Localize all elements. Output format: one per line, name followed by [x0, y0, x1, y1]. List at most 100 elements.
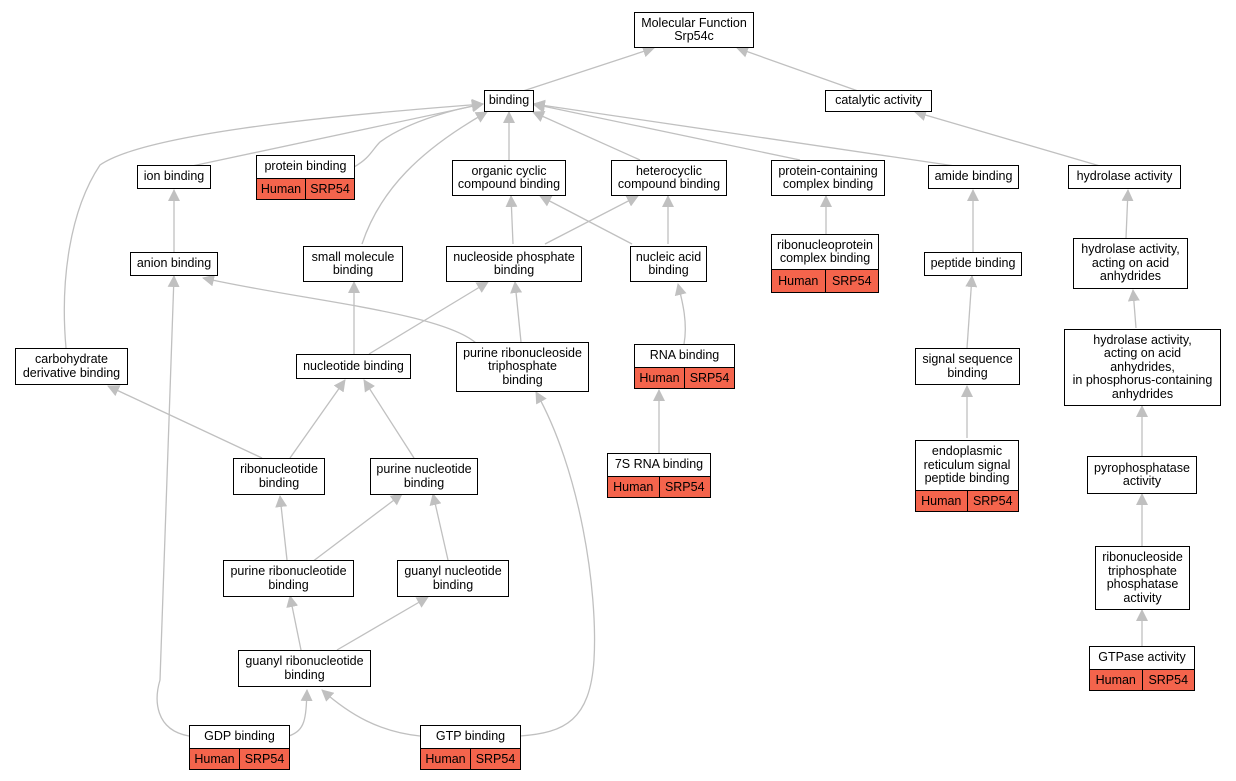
node-catalytic-activity[interactable]: catalytic activity — [825, 90, 932, 112]
node-hydrolase-phosphorus-anhydrides-label: hydrolase activity, acting on acid anhyd… — [1072, 332, 1213, 401]
edge-hydrolase-catalytic — [914, 109, 1101, 167]
node-carbohydrate-derivative-binding[interactable]: carbohydrate derivative binding — [15, 348, 128, 385]
species-cell: Human — [639, 371, 680, 385]
edge-guanylribo-purribo — [286, 595, 302, 651]
node-ribonucleotide-binding[interactable]: ribonucleotide binding — [233, 458, 325, 495]
node-ion-binding[interactable]: ion binding — [137, 165, 211, 189]
node-nucleoside-phosphate-binding[interactable]: nucleoside phosphate binding — [446, 246, 582, 282]
species-cell: Human — [778, 274, 819, 288]
edge-carb-binding — [63, 98, 484, 349]
node-organic-cyclic-compound-binding-label: organic cyclic compound binding — [457, 163, 561, 191]
edge-binding-mf — [519, 45, 655, 93]
node-ribonucleotide-binding-label: ribonucleotide binding — [240, 462, 318, 490]
node-gtp-binding[interactable]: GTP binding — [420, 725, 521, 749]
node-heterocyclic-compound-binding-label: heterocyclic compound binding — [617, 163, 721, 191]
species-cell: Human — [260, 182, 302, 196]
node-rna-binding[interactable]: RNA binding — [634, 344, 735, 368]
edge-hetero-binding — [532, 111, 641, 161]
node-guanyl-ribonucleotide-binding-label: guanyl ribonucleotide binding — [245, 654, 364, 682]
node-purine-nucleotide-binding-label: purine nucleotide binding — [376, 462, 472, 490]
node-amide-binding-label: amide binding — [934, 169, 1013, 184]
gene-cell: SRP54 — [1141, 670, 1195, 690]
node-protein-containing-complex-binding-label: protein-containing complex binding — [778, 163, 878, 191]
node-hydrolase-acid-anhydrides-label: hydrolase activity, acting on acid anhyd… — [1081, 242, 1180, 284]
node-gtpase-activity[interactable]: GTPase activity — [1089, 646, 1195, 670]
node-er-signal-peptide-binding[interactable]: endoplasmic reticulum signal peptide bin… — [915, 440, 1019, 491]
node-binding[interactable]: binding — [484, 90, 534, 112]
node-molecular-function[interactable]: Molecular Function Srp54c — [634, 12, 754, 48]
gene-cell: SRP54 — [966, 491, 1019, 511]
species-cell: Human — [194, 752, 235, 766]
node-gdp-binding[interactable]: GDP binding — [189, 725, 290, 749]
node-organic-cyclic-compound-binding[interactable]: organic cyclic compound binding — [452, 160, 566, 196]
edge-prntp-nucphos — [510, 281, 523, 343]
edge-hydanh-hydrolase — [1121, 189, 1134, 239]
edge-sigseq-peptide — [965, 275, 978, 349]
node-nucleic-acid-binding[interactable]: nucleic acid binding — [630, 246, 707, 282]
node-guanyl-nucleotide-binding[interactable]: guanyl nucleotide binding — [397, 560, 509, 597]
edge-nucleotide-nucphos — [368, 281, 489, 355]
node-guanyl-ribonucleotide-binding[interactable]: guanyl ribonucleotide binding — [238, 650, 371, 687]
annotation-gtp-binding: Human SRP54 — [420, 748, 521, 770]
node-protein-binding-label: protein binding — [264, 159, 347, 174]
node-ion-binding-label: ion binding — [143, 169, 205, 184]
edge-guanyl-purnuc — [429, 493, 449, 561]
node-heterocyclic-compound-binding[interactable]: heterocyclic compound binding — [611, 160, 727, 196]
node-amide-binding[interactable]: amide binding — [928, 165, 1019, 189]
edge-nucphos-organic — [505, 195, 518, 245]
node-rntp-phosphatase-activity[interactable]: ribonucleoside triphosphate phosphatase … — [1095, 546, 1190, 610]
gene-cell: SRP54 — [684, 368, 734, 388]
node-purine-nucleotide-binding[interactable]: purine nucleotide binding — [370, 458, 478, 495]
edge-purnuc-nucleotide — [363, 379, 415, 459]
node-nucleoside-phosphate-binding-label: nucleoside phosphate binding — [453, 249, 575, 277]
species-cell: Human — [425, 752, 466, 766]
annotation-gdp-binding: Human SRP54 — [189, 748, 290, 770]
node-hydrolase-activity-label: hydrolase activity — [1076, 169, 1173, 184]
edge-ion-binding — [191, 100, 484, 167]
edge-prntp-anion — [202, 274, 477, 344]
gene-cell: SRP54 — [239, 749, 289, 769]
species-cell: Human — [613, 480, 654, 494]
node-carbohydrate-derivative-binding-label: carbohydrate derivative binding — [22, 352, 121, 380]
edge-catalytic-mf — [736, 46, 859, 92]
node-purine-ribonucleotide-binding[interactable]: purine ribonucleotide binding — [223, 560, 354, 597]
node-gdp-binding-label: GDP binding — [204, 729, 275, 744]
node-nucleotide-binding[interactable]: nucleotide binding — [296, 354, 411, 379]
node-pyrophosphatase-activity[interactable]: pyrophosphatase activity — [1087, 456, 1197, 494]
node-peptide-binding[interactable]: peptide binding — [924, 252, 1022, 276]
edge-purribo-ribonuc — [275, 495, 288, 561]
edge-guanylribo-guanyl — [336, 596, 429, 651]
edge-gtp-guanylribo — [321, 689, 421, 737]
node-small-molecule-binding[interactable]: small molecule binding — [303, 246, 403, 282]
node-er-signal-peptide-binding-label: endoplasmic reticulum signal peptide bin… — [923, 444, 1011, 486]
edge-smallmol-binding — [361, 111, 488, 245]
edge-amide-binding — [533, 99, 956, 167]
gene-cell: SRP54 — [470, 749, 520, 769]
node-purine-ribonucleoside-triphosphate-binding-label: purine ribonucleoside triphosphate bindi… — [463, 345, 582, 387]
node-protein-binding[interactable]: protein binding — [256, 155, 355, 179]
node-7s-rna-binding[interactable]: 7S RNA binding — [607, 453, 711, 477]
edge-gtp-prntp — [519, 391, 596, 737]
node-ribonucleoprotein-complex-binding[interactable]: ribonucleoprotein complex binding — [771, 234, 879, 270]
node-protein-containing-complex-binding[interactable]: protein-containing complex binding — [771, 160, 885, 196]
node-hydrolase-activity[interactable]: hydrolase activity — [1068, 165, 1181, 189]
node-catalytic-activity-label: catalytic activity — [835, 93, 922, 108]
node-anion-binding[interactable]: anion binding — [130, 252, 218, 276]
node-signal-sequence-binding[interactable]: signal sequence binding — [915, 348, 1020, 385]
node-binding-label: binding — [488, 93, 530, 108]
edge-pccb-binding — [532, 100, 801, 161]
node-hydrolase-phosphorus-anhydrides[interactable]: hydrolase activity, acting on acid anhyd… — [1064, 329, 1221, 406]
node-purine-ribonucleoside-triphosphate-binding[interactable]: purine ribonucleoside triphosphate bindi… — [456, 342, 589, 392]
edge-gdp-guanylribo — [288, 689, 313, 737]
node-hydrolase-acid-anhydrides[interactable]: hydrolase activity, acting on acid anhyd… — [1073, 238, 1188, 289]
node-pyrophosphatase-activity-label: pyrophosphatase activity — [1094, 460, 1190, 488]
gene-cell: SRP54 — [305, 179, 354, 199]
edge-hydphos-hydanh — [1127, 289, 1140, 329]
edge-protein-binding — [353, 99, 484, 168]
